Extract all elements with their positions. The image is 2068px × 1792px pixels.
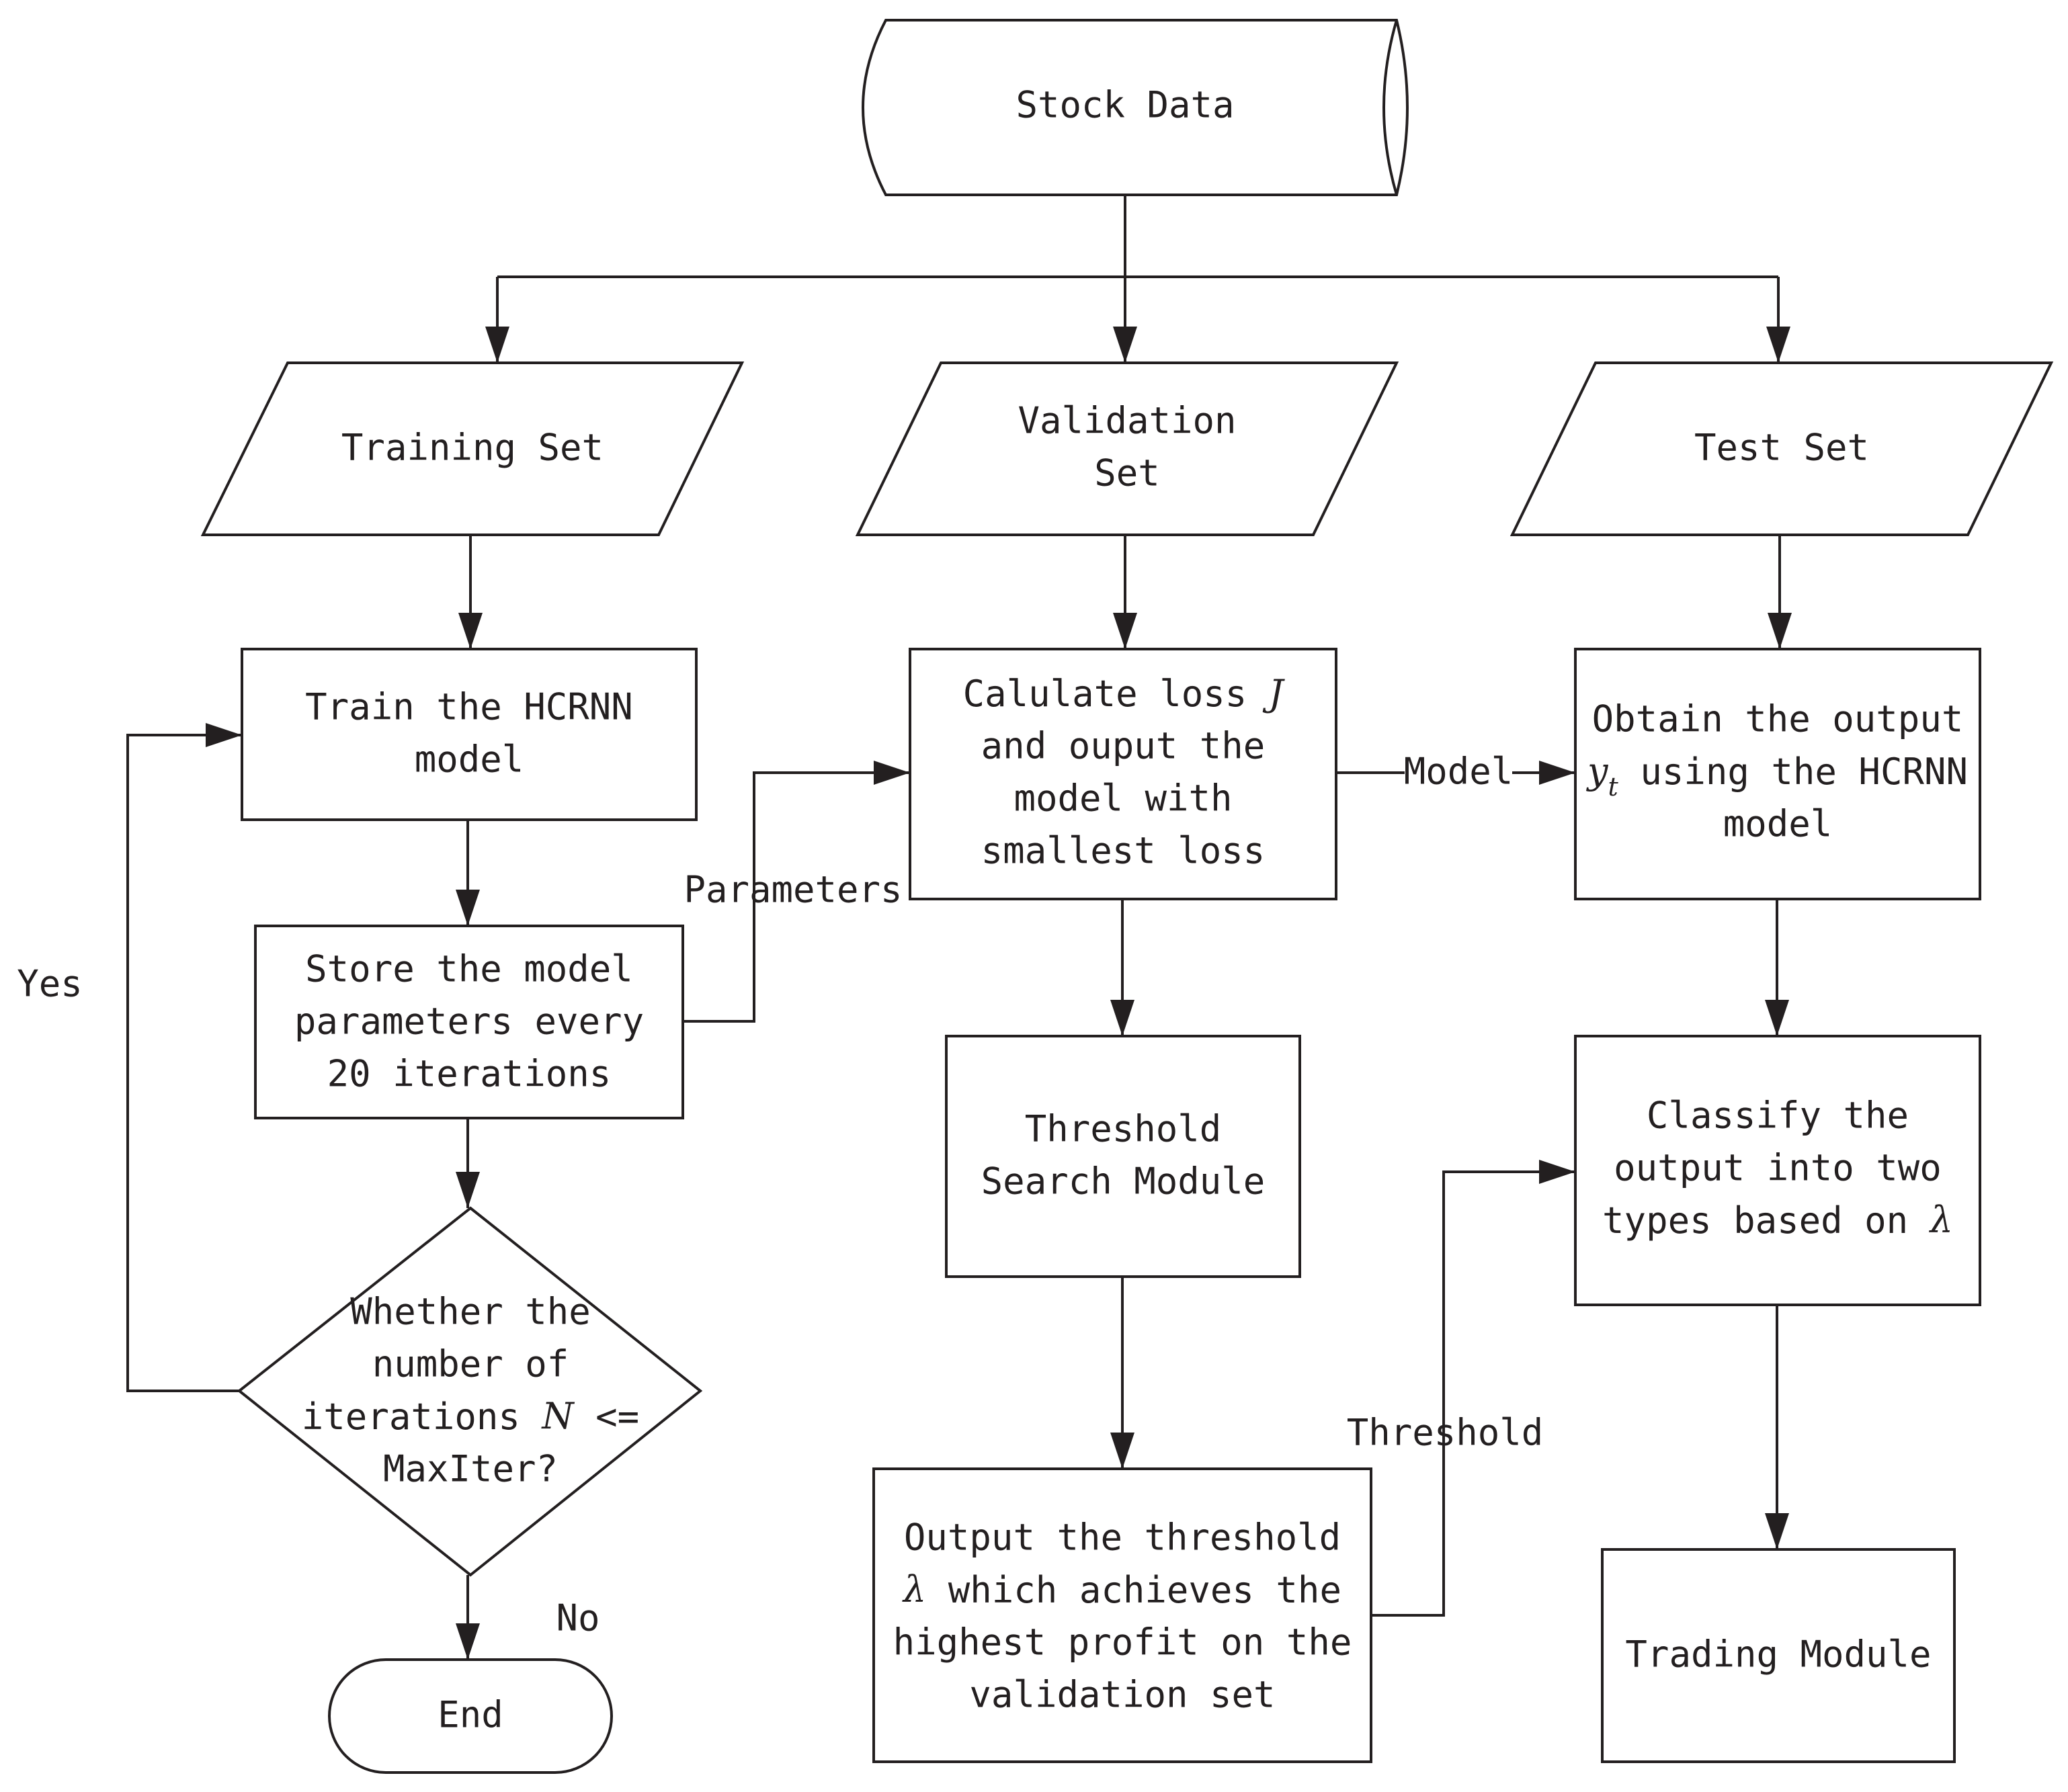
node-test-set: Test Set xyxy=(1509,361,2054,536)
process-box xyxy=(945,1035,1301,1278)
node-threshold-search: Threshold Search Module xyxy=(945,1035,1301,1278)
node-classify: Classify the output into two types based… xyxy=(1574,1035,1981,1306)
parallelogram-shape xyxy=(1509,361,2054,536)
decision-label-4: MaxIter? xyxy=(383,1448,558,1490)
node-validation-set: Validation Set xyxy=(855,361,1399,536)
edges xyxy=(126,195,1792,1660)
trading-label: Trading Module xyxy=(1625,1633,1931,1676)
obtain-output-label-1: Obtain the output xyxy=(1592,698,1964,740)
calc-loss-label-3: model with xyxy=(1014,777,1232,820)
calc-loss-label-2: and ouput the xyxy=(981,725,1266,767)
edge-store-to-calc-parameters xyxy=(681,761,910,1023)
edge-decision-yes-loop xyxy=(126,723,242,1392)
end-label: End xyxy=(438,1694,503,1736)
output-threshold-label-2: λ which achieves the xyxy=(902,1568,1341,1611)
calc-loss-label-4: smallest loss xyxy=(981,830,1266,872)
node-train-model: Train the HCRNN model xyxy=(241,648,698,821)
node-output-threshold: Output the threshold λ which achieves th… xyxy=(872,1467,1372,1763)
node-trading: Trading Module xyxy=(1601,1548,1956,1763)
node-training-set: Training Set xyxy=(200,361,745,536)
training-set-label: Training Set xyxy=(341,427,604,469)
store-params-label-2: parameters every xyxy=(294,1000,644,1043)
decision-label-3: iterations N <= xyxy=(302,1395,639,1438)
output-threshold-label-1: Output the threshold xyxy=(904,1517,1341,1559)
decision-label-2: number of xyxy=(372,1343,569,1385)
store-params-label-3: 20 iterations xyxy=(327,1053,612,1095)
edge-label-model: Model xyxy=(1404,751,1514,793)
output-threshold-label-3: highest profit on the xyxy=(893,1621,1352,1664)
node-decision: Whether the number of iterations N <= Ma… xyxy=(237,1206,703,1577)
train-model-label-1: Train the HCRNN xyxy=(305,686,633,728)
process-box xyxy=(909,648,1337,900)
process-box xyxy=(1574,1035,1981,1306)
classify-label-2: output into two xyxy=(1614,1147,1942,1189)
node-calc-loss: Calulate loss J and ouput the model with… xyxy=(909,648,1337,900)
classify-label-3: types based on λ xyxy=(1602,1199,1953,1242)
classify-label-1: Classify the xyxy=(1647,1095,1909,1137)
calc-loss-label-1: Calulate loss J xyxy=(963,672,1286,715)
process-box xyxy=(1574,648,1981,900)
train-model-label-2: model xyxy=(415,738,524,781)
edge-label-no: No xyxy=(556,1597,599,1639)
validation-set-label-2: Set xyxy=(1094,452,1160,495)
validation-set-label-1: Validation xyxy=(1018,400,1236,442)
parallelogram-shape xyxy=(200,361,745,536)
decision-diamond xyxy=(237,1206,703,1577)
process-box xyxy=(872,1467,1372,1763)
edge-output-to-classify-threshold xyxy=(1371,1160,1575,1617)
threshold-search-label-1: Threshold xyxy=(1025,1108,1222,1150)
process-box xyxy=(1601,1548,1956,1763)
node-store-params: Store the model parameters every 20 iter… xyxy=(254,925,684,1119)
process-box xyxy=(254,925,684,1119)
stock-data-label: Stock Data xyxy=(1016,84,1234,126)
terminator-shape xyxy=(328,1658,613,1774)
node-obtain-output: Obtain the output yt using the HCRNN mod… xyxy=(1574,648,1981,900)
edge-label-yes: Yes xyxy=(17,963,83,1005)
cylinder-inner-arc xyxy=(1382,19,1398,196)
process-box xyxy=(241,648,698,821)
node-end: End xyxy=(328,1658,613,1774)
test-set-label: Test Set xyxy=(1694,427,1869,469)
obtain-output-label-2: yt using the HCRNN xyxy=(1586,750,1968,802)
store-params-label-1: Store the model xyxy=(305,948,633,990)
edge-label-parameters: Parameters xyxy=(684,869,902,911)
edge-label-threshold: Threshold xyxy=(1347,1412,1544,1454)
node-stock-data: Stock Data xyxy=(862,19,1409,196)
obtain-output-label-3: model xyxy=(1723,803,1833,845)
parallelogram-shape xyxy=(855,361,1399,536)
threshold-search-label-2: Search Module xyxy=(981,1160,1266,1203)
decision-label-1: Whether the xyxy=(350,1291,591,1333)
output-threshold-label-4: validation set xyxy=(969,1674,1275,1716)
